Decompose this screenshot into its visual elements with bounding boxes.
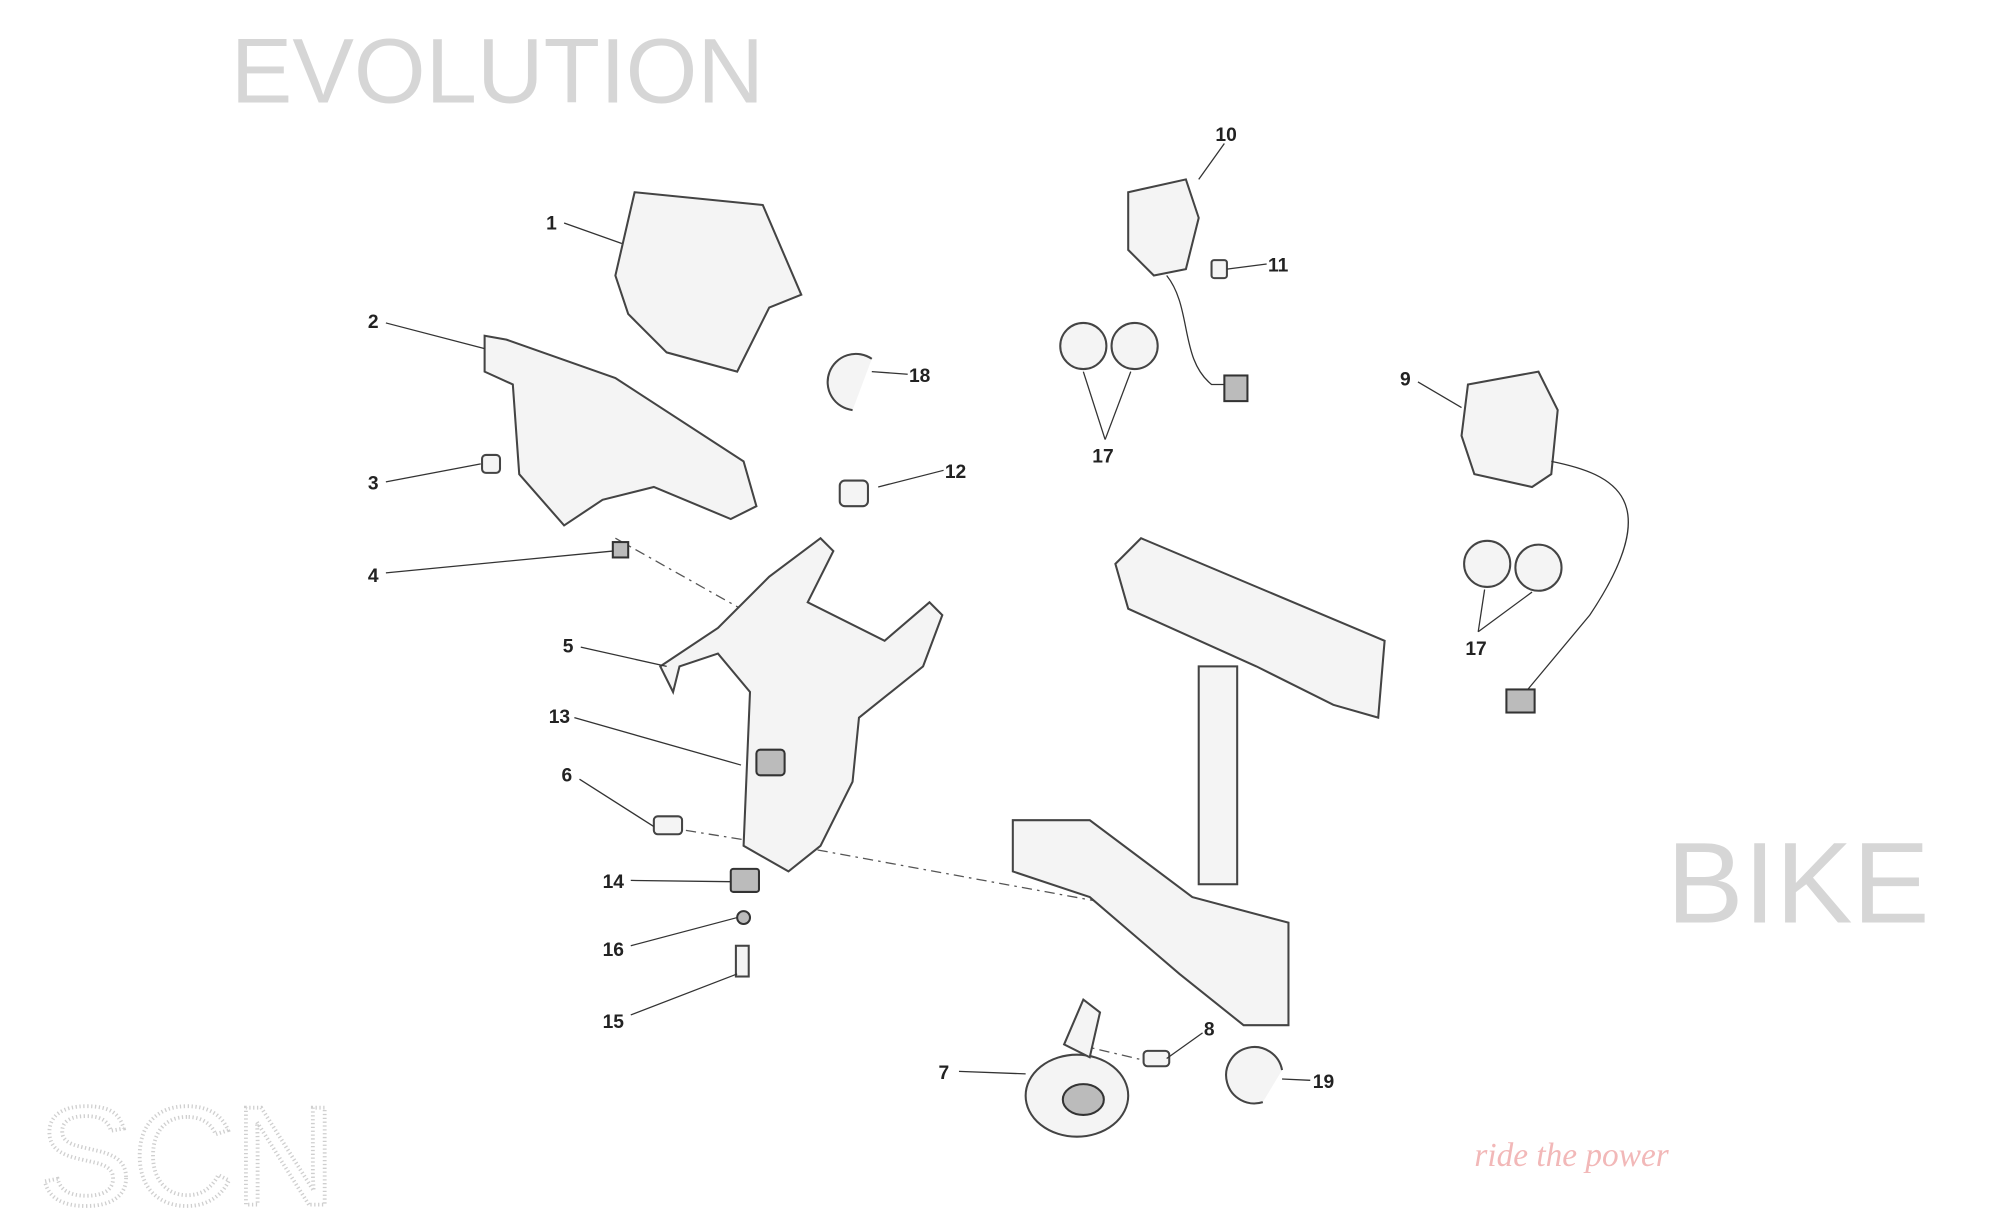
callout-17-left: 17 xyxy=(1092,447,1113,468)
watermark-tagline: ride the power xyxy=(1474,1137,1669,1174)
part-18-clip[interactable] xyxy=(826,352,873,412)
callout-19: 19 xyxy=(1313,1072,1334,1093)
watermark-main: EVOLUTION xyxy=(231,19,764,123)
callout-8: 8 xyxy=(1204,1019,1215,1040)
callout-5: 5 xyxy=(563,636,574,657)
steering-yoke xyxy=(1011,537,1386,1027)
part-5-headlight-bracket[interactable] xyxy=(658,536,944,873)
callout-7: 7 xyxy=(938,1063,949,1084)
part-2-instrument-bracket[interactable] xyxy=(483,334,758,527)
part-14-nut[interactable] xyxy=(729,867,760,893)
part-19-clip[interactable] xyxy=(1225,1046,1284,1105)
part-10-left-switch[interactable] xyxy=(1127,178,1249,403)
part-7-horn[interactable] xyxy=(1024,997,1130,1138)
callouts: 1 2 3 4 5 6 7 8 9 10 11 12 13 14 15 16 1… xyxy=(368,125,1533,1093)
part-3-bolt[interactable] xyxy=(481,453,502,474)
watermark: EVOLUTION BIKE ride the power SCN xyxy=(37,19,1930,1220)
part-9-right-switch[interactable] xyxy=(1460,370,1629,714)
callout-9: 9 xyxy=(1400,370,1411,391)
callout-12: 12 xyxy=(945,462,966,483)
part-12-cap[interactable] xyxy=(838,479,869,508)
callout-1: 1 xyxy=(546,213,557,234)
callout-2: 2 xyxy=(368,312,379,333)
part-8-bolt[interactable] xyxy=(1142,1049,1171,1068)
callout-10: 10 xyxy=(1215,125,1236,146)
part-17-clamps-right[interactable] xyxy=(1463,539,1563,592)
callout-6: 6 xyxy=(562,766,573,787)
part-6-screw[interactable] xyxy=(652,815,684,836)
part-15-bolt[interactable] xyxy=(734,944,750,978)
callout-4: 4 xyxy=(368,566,379,587)
callout-13: 13 xyxy=(549,707,570,728)
part-13-grommet[interactable] xyxy=(755,748,786,777)
callout-17-right: 17 xyxy=(1465,639,1486,660)
part-16-washer[interactable] xyxy=(736,910,752,925)
part-17-clamps-left[interactable] xyxy=(1059,321,1159,371)
watermark-sub: BIKE xyxy=(1667,820,1930,948)
callout-18: 18 xyxy=(909,366,931,387)
part-11-screw[interactable] xyxy=(1210,259,1228,280)
watermark-stipple: SCN xyxy=(38,1077,336,1220)
callout-16: 16 xyxy=(603,940,624,961)
part-1-instrument-panel[interactable] xyxy=(614,191,803,373)
callout-14: 14 xyxy=(603,872,625,893)
callout-3: 3 xyxy=(368,474,379,495)
part-4-nut[interactable] xyxy=(611,541,630,559)
callout-11: 11 xyxy=(1268,256,1289,277)
callout-15: 15 xyxy=(603,1012,625,1033)
